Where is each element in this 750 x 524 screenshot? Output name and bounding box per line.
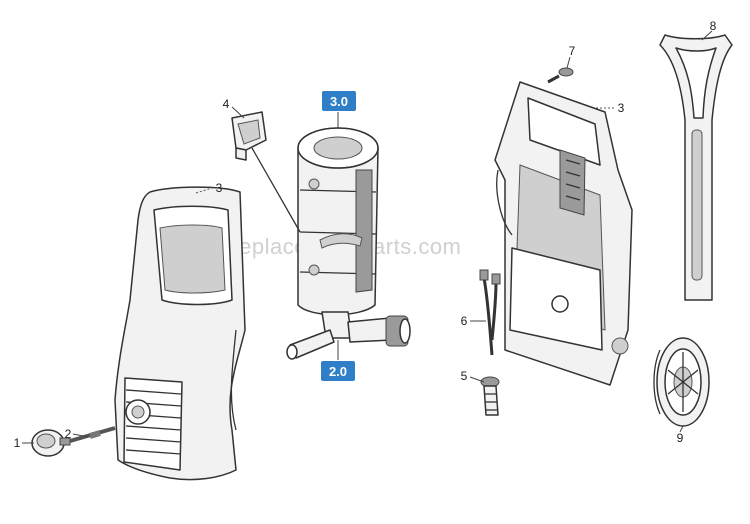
rear-housing-part bbox=[494, 81, 633, 386]
callout-8: 8 bbox=[710, 19, 717, 33]
callout-1: 1 bbox=[14, 436, 21, 450]
callout-6: 6 bbox=[461, 314, 468, 328]
leader-5 bbox=[469, 376, 485, 383]
leader-4 bbox=[231, 106, 245, 119]
leader-3-front bbox=[195, 187, 213, 194]
callout-3-rear: 3 bbox=[618, 101, 625, 115]
callout-9: 9 bbox=[677, 431, 684, 445]
front-housing-part bbox=[114, 186, 246, 481]
shaft-part bbox=[69, 426, 116, 443]
leader-2 bbox=[72, 433, 89, 438]
front-grill bbox=[123, 377, 183, 471]
handle-part bbox=[659, 34, 733, 301]
screw-part bbox=[547, 67, 574, 84]
ref-tag-top-box bbox=[322, 91, 356, 111]
wheel-part bbox=[653, 337, 710, 427]
callout-3-front: 3 bbox=[216, 181, 223, 195]
leader-8 bbox=[701, 30, 713, 41]
callout-2: 2 bbox=[65, 427, 72, 441]
ref-tag-bottom-label: 2.0 bbox=[329, 364, 347, 379]
ref-tag-top[interactable]: 3.0 bbox=[322, 91, 356, 111]
cable-part bbox=[479, 269, 501, 356]
callout-7: 7 bbox=[569, 44, 576, 58]
callout-4: 4 bbox=[223, 97, 230, 111]
ref-tag-bottom[interactable]: 2.0 bbox=[321, 361, 355, 381]
leader-9 bbox=[679, 425, 684, 433]
ref-tag-top-label: 3.0 bbox=[330, 94, 348, 109]
strain-relief-part bbox=[480, 376, 500, 416]
leader-7 bbox=[566, 56, 571, 69]
bracket-part bbox=[231, 111, 267, 161]
pump-cylinder-assembly bbox=[286, 127, 411, 360]
callout-5: 5 bbox=[461, 369, 468, 383]
ref-tag-bottom-box bbox=[321, 361, 355, 381]
